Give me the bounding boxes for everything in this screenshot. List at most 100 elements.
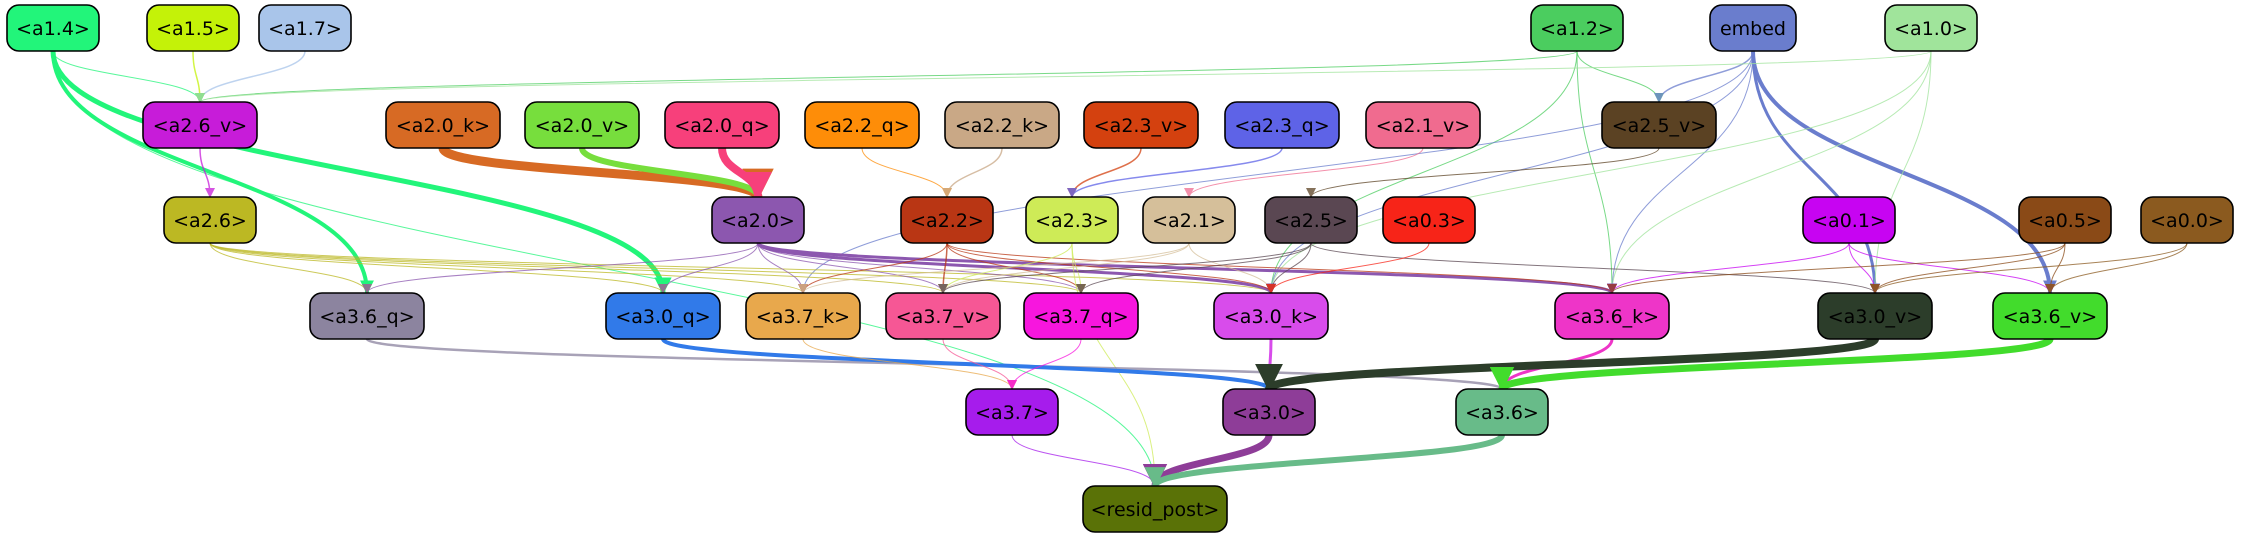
node-a03[interactable]: <a0.3> xyxy=(1382,196,1476,244)
edge-a12-to-a26v xyxy=(195,50,1578,103)
node-label: <a3.7_q> xyxy=(1033,306,1128,328)
node-label: <a2.3_v> xyxy=(1094,115,1188,137)
node-embed[interactable]: embed xyxy=(1709,4,1797,52)
node-a23v[interactable]: <a2.3_v> xyxy=(1083,101,1199,149)
node-label: <a0.5> xyxy=(2028,210,2102,232)
edge-a26-to-a37q xyxy=(209,242,1086,294)
node-a36k[interactable]: <a3.6_k> xyxy=(1554,292,1670,340)
node-a25v[interactable]: <a2.5_v> xyxy=(1601,101,1717,149)
node-box xyxy=(745,292,861,340)
node-a01[interactable]: <a0.1> xyxy=(1802,196,1896,244)
edge-a25v-to-a25 xyxy=(1306,147,1660,198)
node-a20[interactable]: <a2.0> xyxy=(711,196,805,244)
node-a37v[interactable]: <a3.7_v> xyxy=(885,292,1001,340)
node-box xyxy=(1224,101,1340,149)
node-label: <a2.6> xyxy=(173,210,247,232)
node-a37k[interactable]: <a3.7_k> xyxy=(745,292,861,340)
edge-a23v-to-a23 xyxy=(1067,147,1142,198)
node-box xyxy=(1382,196,1476,244)
node-a37q[interactable]: <a3.7_q> xyxy=(1023,292,1139,340)
edge-a26-to-a37k xyxy=(209,242,808,294)
node-label: <a3.7_k> xyxy=(756,306,850,328)
node-a30q[interactable]: <a3.0_q> xyxy=(605,292,721,340)
node-a00[interactable]: <a0.0> xyxy=(2140,196,2234,244)
node-label: <a3.6> xyxy=(1465,402,1539,424)
edge-embed-to-a36v xyxy=(1751,50,2057,295)
node-a21[interactable]: <a2.1> xyxy=(1142,196,1236,244)
edge-a30v-to-a30 xyxy=(1255,335,1879,393)
node-a14[interactable]: <a1.4> xyxy=(6,4,100,52)
edge-a21-to-a37v xyxy=(938,242,1190,294)
edge-a22-to-a37q xyxy=(946,242,1086,294)
node-label: <a3.7> xyxy=(975,402,1049,424)
node-a25[interactable]: <a2.5> xyxy=(1264,196,1358,244)
node-box xyxy=(1817,292,1933,340)
edge-a23-to-a37v xyxy=(938,242,1073,294)
edge-a37-to-residpost xyxy=(1011,434,1160,487)
node-box xyxy=(309,292,425,340)
node-a23[interactable]: <a2.3> xyxy=(1025,196,1119,244)
node-a21v[interactable]: <a2.1_v> xyxy=(1365,101,1481,149)
node-a36q[interactable]: <a3.6_q> xyxy=(309,292,425,340)
node-a22q[interactable]: <a2.2_q> xyxy=(804,101,920,149)
node-a10[interactable]: <a1.0> xyxy=(1884,4,1978,52)
edge-a00-to-a30v xyxy=(1870,242,2188,294)
nodes: <a1.4> <a1.5> <a1.7> <a1.2> embed <a1.0> <a2.6… xyxy=(6,4,2234,533)
edge-embed-to-a25v xyxy=(1654,50,1754,103)
node-box xyxy=(1601,101,1717,149)
edge-a26-to-a30q xyxy=(209,242,668,294)
node-a05[interactable]: <a0.5> xyxy=(2018,196,2112,244)
node-box xyxy=(1884,4,1978,52)
node-a30v[interactable]: <a3.0_v> xyxy=(1817,292,1933,340)
node-box xyxy=(804,101,920,149)
edge-a22q-to-a22 xyxy=(861,147,952,198)
node-label: <a2.2> xyxy=(910,210,984,232)
node-label: <a3.0_q> xyxy=(615,306,710,328)
node-label: <a2.0_v> xyxy=(535,115,629,137)
node-a30[interactable]: <a3.0> xyxy=(1222,388,1316,436)
node-a23q[interactable]: <a2.3_q> xyxy=(1224,101,1340,149)
node-box xyxy=(385,101,501,149)
node-a30k[interactable]: <a3.0_k> xyxy=(1213,292,1329,340)
node-box xyxy=(1365,101,1481,149)
node-residpost[interactable]: <resid_post> xyxy=(1082,485,1228,533)
edge-a12-to-a36k xyxy=(1576,50,1617,294)
node-label: <a2.2_q> xyxy=(814,115,909,137)
node-a36[interactable]: <a3.6> xyxy=(1455,388,1549,436)
node-box xyxy=(2140,196,2234,244)
node-label: <a0.3> xyxy=(1392,210,1466,232)
node-a36v[interactable]: <a3.6_v> xyxy=(1992,292,2108,340)
edge-a20q-to-a20 xyxy=(718,147,772,200)
node-box xyxy=(1802,196,1896,244)
node-a15[interactable]: <a1.5> xyxy=(146,4,240,52)
edge-a36-to-residpost xyxy=(1144,433,1505,489)
node-a26[interactable]: <a2.6> xyxy=(163,196,257,244)
node-box xyxy=(1213,292,1329,340)
edge-a22k-to-a22 xyxy=(942,147,1003,198)
node-a17[interactable]: <a1.7> xyxy=(258,4,352,52)
edge-a26v-to-a26 xyxy=(199,147,215,198)
node-a12[interactable]: <a1.2> xyxy=(1530,4,1624,52)
node-box xyxy=(1083,101,1199,149)
node-a20k[interactable]: <a2.0_k> xyxy=(385,101,501,149)
edge-a22-to-a37v xyxy=(938,242,949,294)
node-a26v[interactable]: <a2.6_v> xyxy=(142,101,258,149)
node-box xyxy=(1142,196,1236,244)
node-box xyxy=(900,196,994,244)
node-a22k[interactable]: <a2.2_k> xyxy=(944,101,1060,149)
node-box xyxy=(711,196,805,244)
node-label: <a2.5_v> xyxy=(1612,115,1706,137)
edge-a14-to-a30q xyxy=(50,50,672,295)
node-a22[interactable]: <a2.2> xyxy=(900,196,994,244)
node-label: <a1.5> xyxy=(156,18,230,40)
edge-embed-to-a30v xyxy=(1751,50,1881,295)
node-label: <a0.1> xyxy=(1812,210,1886,232)
node-a20v[interactable]: <a2.0_v> xyxy=(524,101,640,149)
node-a20q[interactable]: <a2.0_q> xyxy=(664,101,780,149)
node-a37[interactable]: <a3.7> xyxy=(965,388,1059,436)
node-label: <a3.0> xyxy=(1232,402,1306,424)
node-label: <a2.1> xyxy=(1152,210,1226,232)
node-box xyxy=(524,101,640,149)
node-box xyxy=(885,292,1001,340)
